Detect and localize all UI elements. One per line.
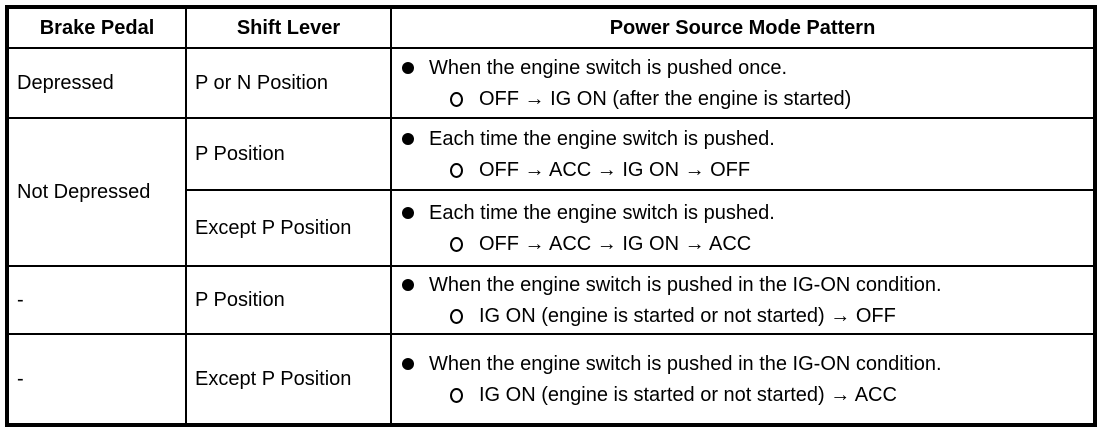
brake-pedal-cell: - xyxy=(6,265,187,335)
pattern-main-line: Each time the engine switch is pushed. xyxy=(402,200,1089,226)
pattern-sub-text: OFF → IG ON (after the engine is started… xyxy=(479,87,852,110)
pattern-sub-line: OFF → ACC → IG ON → OFF xyxy=(450,157,1089,183)
pattern-sub-line: IG ON (engine is started or not started)… xyxy=(450,382,1089,408)
pattern-cell: When the engine switch is pushed once. O… xyxy=(390,47,1096,119)
open-circle-bullet-icon xyxy=(450,308,463,324)
open-circle-bullet-icon xyxy=(450,387,463,403)
shift-lever-cell: P or N Position xyxy=(185,47,392,119)
pattern-cell: When the engine switch is pushed in the … xyxy=(390,265,1096,335)
col-header-power-source-mode-pattern: Power Source Mode Pattern xyxy=(390,6,1096,49)
table-row: Depressed P or N Position When the engin… xyxy=(6,47,1096,119)
open-circle-bullet-icon xyxy=(450,236,463,252)
open-circle-bullet-icon xyxy=(450,162,463,178)
pattern-sub-text: IG ON (engine is started or not started)… xyxy=(479,304,896,327)
brake-pedal-cell: Not Depressed xyxy=(6,117,187,267)
pattern-sub-line: OFF → IG ON (after the engine is started… xyxy=(450,86,1089,112)
pattern-sub-text: IG ON (engine is started or not started)… xyxy=(479,383,897,406)
header-row: Brake Pedal Shift Lever Power Source Mod… xyxy=(6,6,1096,49)
pattern-sub-line: OFF → ACC → IG ON → ACC xyxy=(450,231,1089,257)
pattern-cell: When the engine switch is pushed in the … xyxy=(390,333,1096,426)
pattern-main-text: Each time the engine switch is pushed. xyxy=(429,201,775,224)
shift-lever-cell: P Position xyxy=(185,265,392,335)
pattern-main-line: Each time the engine switch is pushed. xyxy=(402,126,1089,152)
table-row: Except P Position Each time the engine s… xyxy=(7,189,1096,267)
filled-bullet-icon xyxy=(402,279,414,291)
brake-pedal-cell: Depressed xyxy=(6,47,187,119)
filled-bullet-icon xyxy=(402,207,414,219)
table-row: Not Depressed P Position Each time the e… xyxy=(6,117,1096,267)
shift-lever-cell: Except P Position xyxy=(185,189,392,267)
pattern-sub-line: IG ON (engine is started or not started)… xyxy=(450,303,1089,329)
filled-bullet-icon xyxy=(402,133,414,145)
filled-bullet-icon xyxy=(402,62,414,74)
table-row: - Except P Position When the engine swit… xyxy=(6,333,1096,426)
shift-lever-cell: Except P Position xyxy=(185,333,392,426)
pattern-main-text: Each time the engine switch is pushed. xyxy=(429,127,775,150)
pattern-main-line: When the engine switch is pushed in the … xyxy=(402,272,1089,298)
open-circle-bullet-icon xyxy=(450,91,463,107)
pattern-cell: Each time the engine switch is pushed. O… xyxy=(390,117,1096,191)
pattern-main-line: When the engine switch is pushed in the … xyxy=(402,351,1089,377)
power-source-mode-table: Brake Pedal Shift Lever Power Source Mod… xyxy=(5,5,1097,427)
brake-pedal-cell: - xyxy=(6,333,187,426)
shift-lever-cell: P Position xyxy=(185,117,392,191)
pattern-cell: Each time the engine switch is pushed. O… xyxy=(390,189,1096,267)
col-header-shift-lever: Shift Lever xyxy=(185,6,392,49)
table-row: - P Position When the engine switch is p… xyxy=(6,265,1096,335)
pattern-sub-text: OFF → ACC → IG ON → OFF xyxy=(479,158,751,181)
pattern-main-text: When the engine switch is pushed in the … xyxy=(429,352,942,375)
filled-bullet-icon xyxy=(402,358,414,370)
pattern-main-text: When the engine switch is pushed in the … xyxy=(429,273,942,296)
pattern-main-line: When the engine switch is pushed once. xyxy=(402,55,1089,81)
pattern-main-text: When the engine switch is pushed once. xyxy=(429,56,787,79)
col-header-brake-pedal: Brake Pedal xyxy=(6,6,187,49)
pattern-sub-text: OFF → ACC → IG ON → ACC xyxy=(479,232,752,255)
